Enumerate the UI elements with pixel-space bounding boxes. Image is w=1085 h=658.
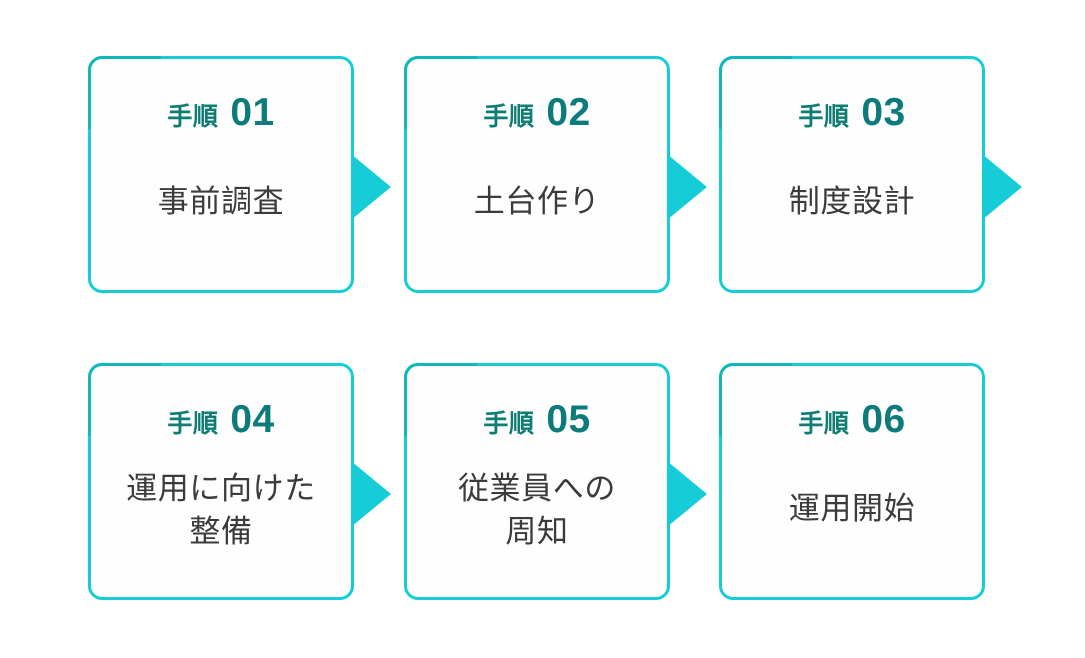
arrow-right-triangle-icon-05 — [667, 461, 707, 527]
step-label-02: 手順 — [483, 103, 535, 131]
step-label-03: 手順 — [798, 103, 850, 131]
step-title-05: 従業員への 周知 — [457, 471, 617, 549]
step-card-01[interactable]: 手順 01 事前調査 — [88, 56, 354, 293]
step-number-05: 05 — [546, 398, 591, 441]
step-title-02: 土台作り — [473, 184, 601, 219]
step-header-02: 手順 02 — [483, 93, 590, 132]
step-title-06: 運用開始 — [788, 491, 916, 526]
step-header-01: 手順 01 — [167, 93, 274, 132]
arrow-right-triangle-icon-03 — [982, 154, 1022, 220]
step-card-04[interactable]: 手順 04 運用に向けた 整備 — [88, 363, 354, 600]
step-label-04: 手順 — [167, 410, 219, 438]
step-number-06: 06 — [861, 398, 906, 441]
flow-row-2: 手順 04 運用に向けた 整備 手順 05 従業員への 周知 — [0, 363, 1085, 603]
step-body-06: 運用開始 — [722, 462, 982, 587]
step-label-01: 手順 — [167, 103, 219, 131]
step-label-06: 手順 — [798, 410, 850, 438]
step-title-04: 運用に向けた 整備 — [126, 471, 316, 549]
step-card-05[interactable]: 手順 05 従業員への 周知 — [404, 363, 670, 600]
step-card-03[interactable]: 手順 03 制度設計 — [719, 56, 985, 293]
step-title-03: 制度設計 — [788, 184, 916, 219]
step-body-04: 運用に向けた 整備 — [91, 462, 351, 587]
step-body-03: 制度設計 — [722, 155, 982, 280]
flow-row-1: 手順 01 事前調査 手順 02 土台作り — [0, 56, 1085, 296]
step-header-03: 手順 03 — [798, 93, 905, 132]
step-number-03: 03 — [861, 91, 906, 134]
arrow-right-triangle-icon-01 — [351, 154, 391, 220]
step-number-02: 02 — [546, 91, 591, 134]
step-label-05: 手順 — [483, 410, 535, 438]
step-body-05: 従業員への 周知 — [407, 462, 667, 587]
arrow-right-triangle-icon-02 — [667, 154, 707, 220]
step-title-01: 事前調査 — [157, 184, 285, 219]
step-header-06: 手順 06 — [798, 400, 905, 439]
step-number-01: 01 — [230, 91, 275, 134]
arrow-right-triangle-icon-04 — [351, 461, 391, 527]
step-body-02: 土台作り — [407, 155, 667, 280]
step-card-06[interactable]: 手順 06 運用開始 — [719, 363, 985, 600]
step-header-04: 手順 04 — [167, 400, 274, 439]
step-header-05: 手順 05 — [483, 400, 590, 439]
step-number-04: 04 — [230, 398, 275, 441]
step-card-02[interactable]: 手順 02 土台作り — [404, 56, 670, 293]
step-body-01: 事前調査 — [91, 155, 351, 280]
